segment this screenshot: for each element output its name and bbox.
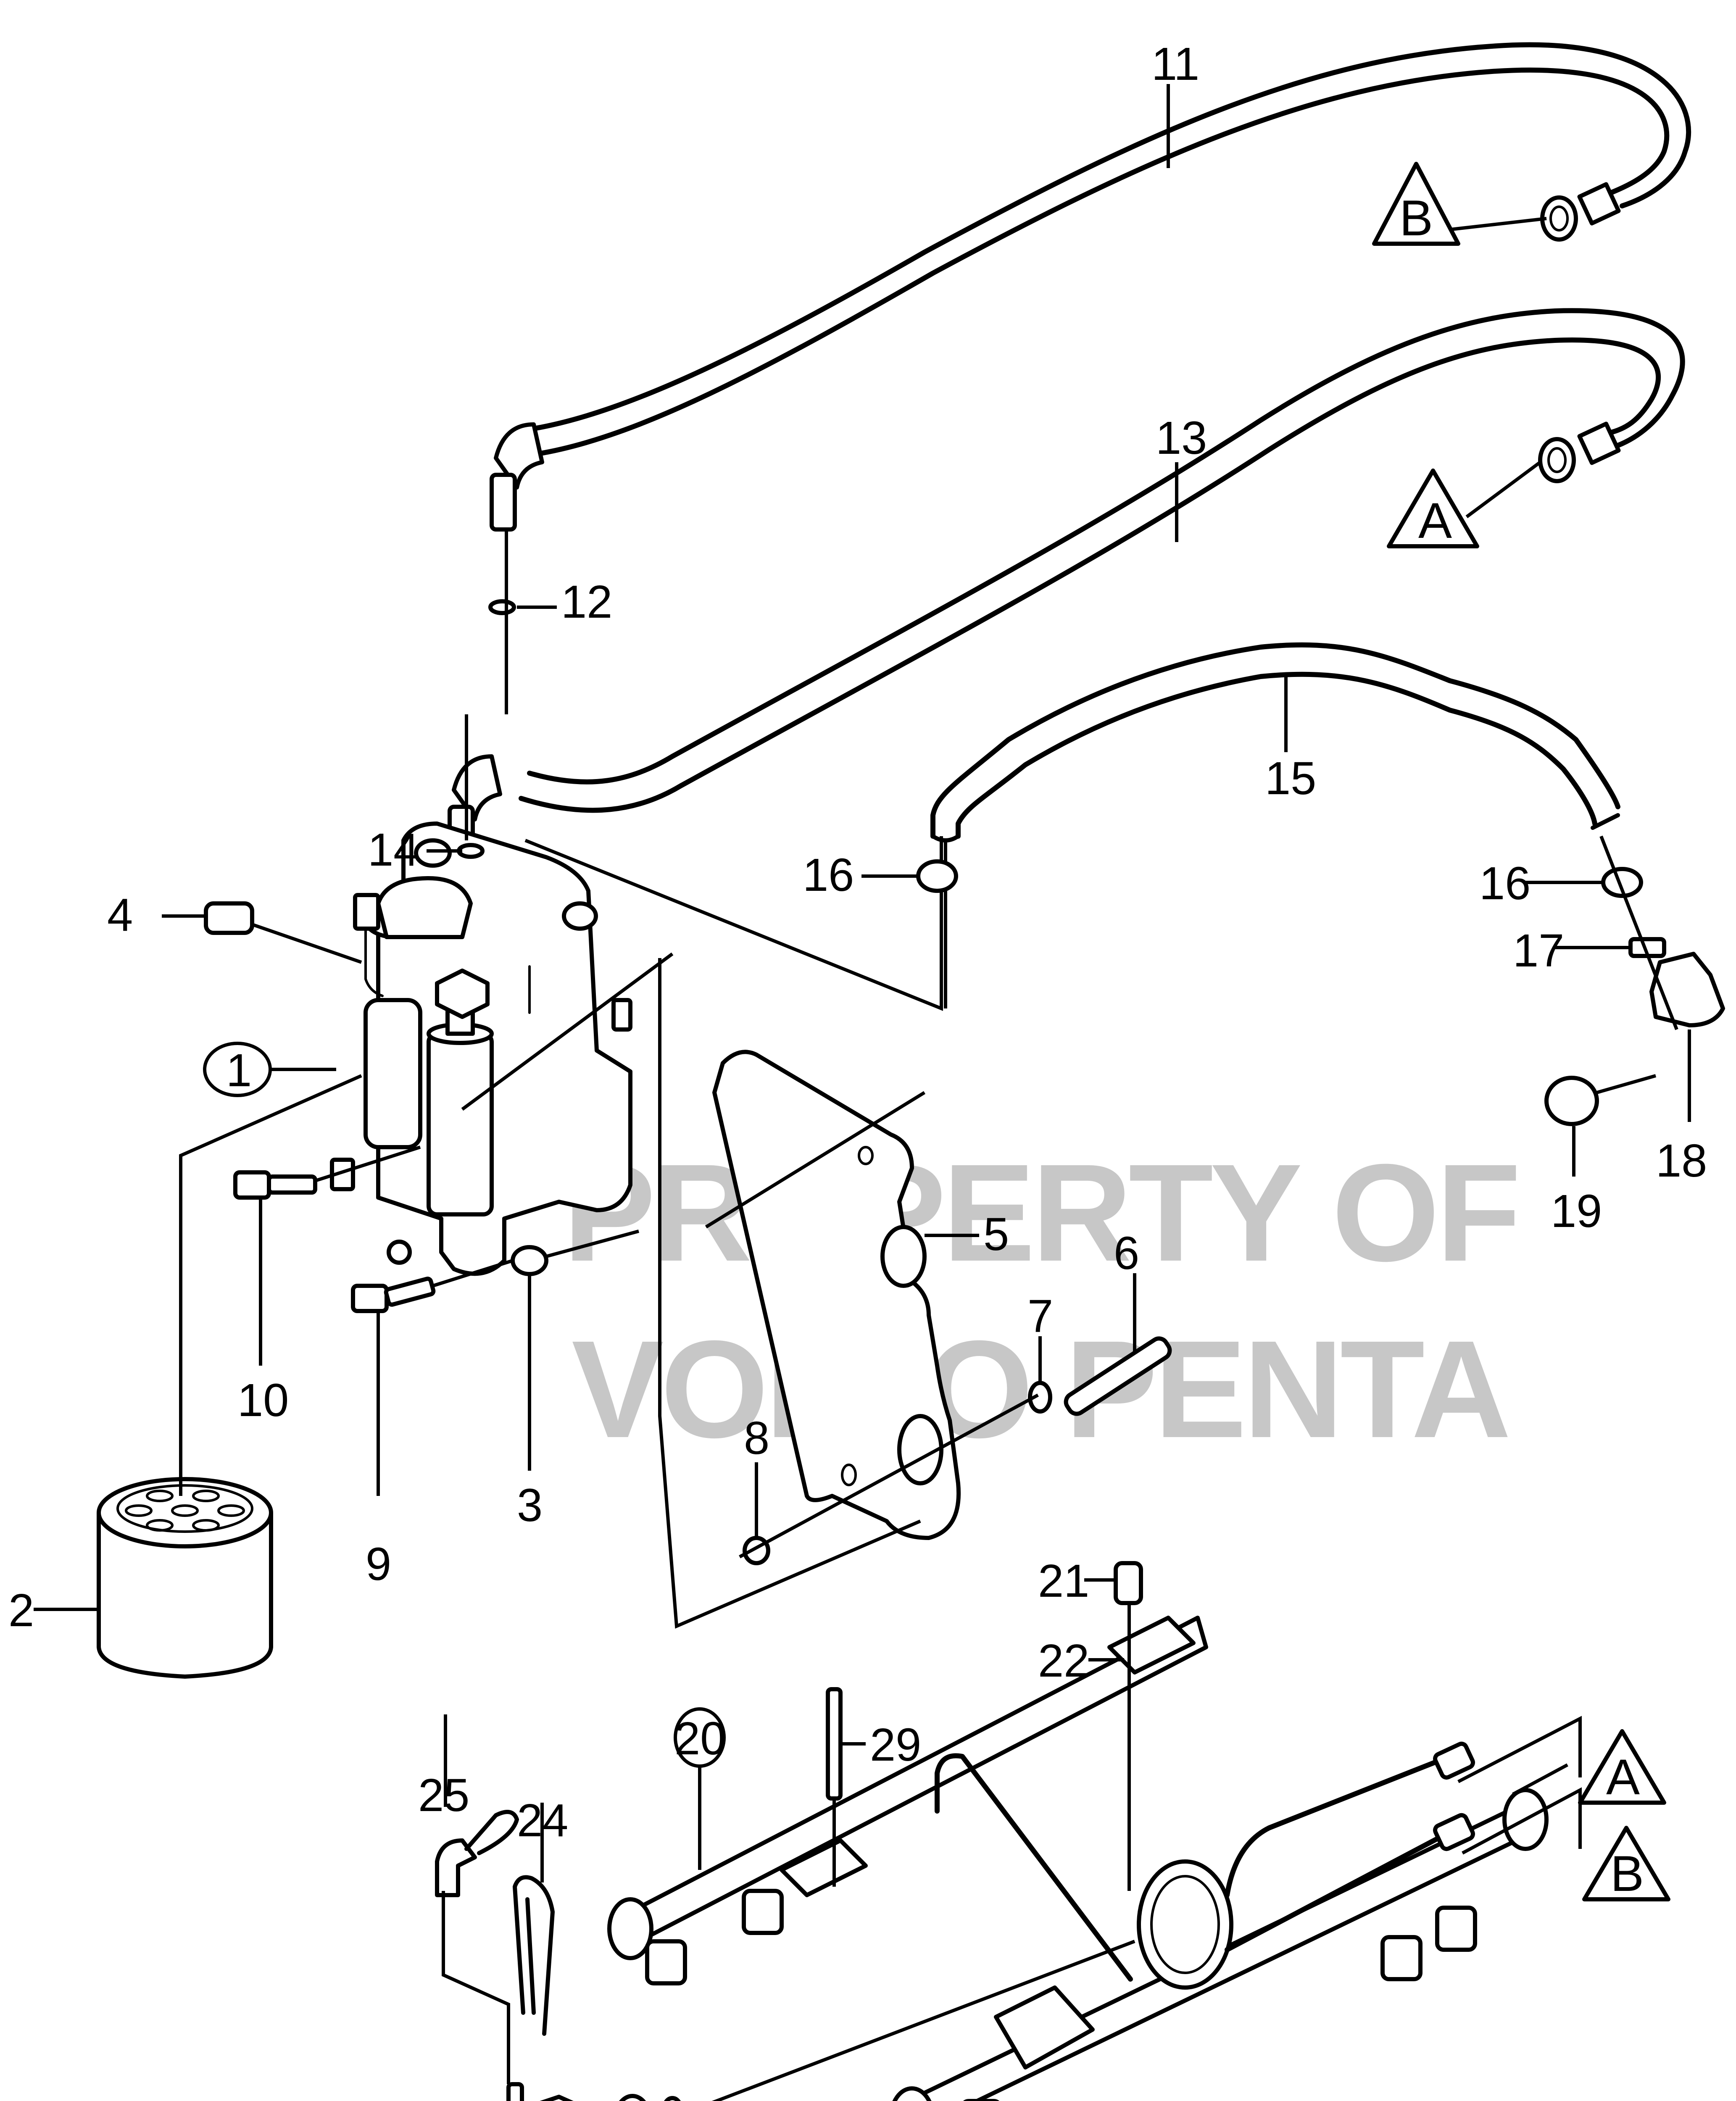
callout-3[interactable]: 3 [517,1480,543,1531]
svg-text:20: 20 [674,1713,726,1764]
connection-marker-a-top: A [1387,469,1479,549]
part-25-vacuum-hose[interactable] [435,1810,519,1897]
part-20-fuel-rail[interactable] [607,1616,1549,2101]
part-12-o-ring[interactable] [488,599,516,615]
callout-16-right[interactable]: 16 [1479,858,1531,909]
part-13-fuel-hose-a[interactable] [448,308,1685,864]
part-6-stud[interactable] [1063,1335,1173,1417]
part-10-screw[interactable] [233,1170,317,1200]
part-4-plug[interactable] [204,901,254,935]
part-21-cap[interactable] [1114,1561,1143,1605]
connection-marker-a-bottom: A [1578,1729,1666,1805]
callout-9[interactable]: 9 [366,1538,391,1590]
callout-21[interactable]: 21 [1038,1555,1089,1607]
assembly-frame-lines [461,836,943,1629]
part-27-o-rings[interactable] [616,2094,1009,2101]
part-2-fuel-filter[interactable] [97,1477,273,1679]
callout-5[interactable]: 5 [983,1208,1009,1260]
part-19-adapter[interactable] [1544,1076,1599,1126]
part-24-retainer-clip[interactable] [513,1875,555,2036]
callout-4[interactable]: 4 [107,889,133,941]
callout-16-left[interactable]: 16 [803,849,854,901]
callout-22[interactable]: 22 [1038,1635,1089,1687]
watermark-line-1: PROPERTY OF [563,1135,1517,1290]
callout-7[interactable]: 7 [1027,1290,1053,1342]
callout-12[interactable]: 12 [561,576,612,628]
callout-8[interactable]: 8 [744,1412,769,1464]
connection-marker-b-bottom: B [1582,1826,1670,1902]
callout-19[interactable]: 19 [1551,1185,1602,1237]
part-14-o-ring[interactable] [457,843,485,859]
callout-labels: 11 13 12 15 14 16 16 17 4 1 18 19 5 6 7 … [8,38,1707,1846]
callout-17[interactable]: 17 [1513,925,1564,977]
connection-marker-b-top: B [1372,162,1460,246]
callout-15[interactable]: 15 [1265,753,1316,804]
part-11-fuel-hose-b[interactable] [490,42,1691,532]
callout-24[interactable]: 24 [517,1795,568,1846]
part-23-pressure-regulator[interactable] [492,2082,597,2101]
part-7-washer[interactable] [1028,1381,1052,1414]
callout-13[interactable]: 13 [1156,412,1207,464]
svg-text:B: B [1399,190,1433,246]
part-5-bracket[interactable] [712,1050,961,1540]
part-3-grommet[interactable] [511,1245,548,1276]
callout-14[interactable]: 14 [368,824,419,876]
callout-2[interactable]: 2 [8,1585,34,1636]
part-9-screw[interactable] [351,1277,436,1313]
callout-1-encircled[interactable]: 1 [203,1042,272,1097]
callout-10[interactable]: 10 [237,1374,289,1426]
callout-11[interactable]: 11 [1151,38,1199,90]
callout-29[interactable]: 29 [870,1719,921,1771]
part-15-hose[interactable] [930,642,1620,843]
part-16-clamp-left[interactable] [916,859,958,893]
svg-text:B: B [1610,1846,1644,1902]
part-1-fuel-pump-module[interactable] [330,821,632,1276]
part-29-stud[interactable] [826,1687,843,1801]
callout-18[interactable]: 18 [1656,1135,1707,1187]
callout-20-encircled[interactable]: 20 [674,1707,726,1768]
svg-text:1: 1 [226,1045,252,1096]
svg-text:A: A [1418,492,1452,549]
svg-text:A: A [1606,1749,1640,1805]
callout-6[interactable]: 6 [1114,1227,1139,1279]
callout-25[interactable]: 25 [418,1769,469,1821]
